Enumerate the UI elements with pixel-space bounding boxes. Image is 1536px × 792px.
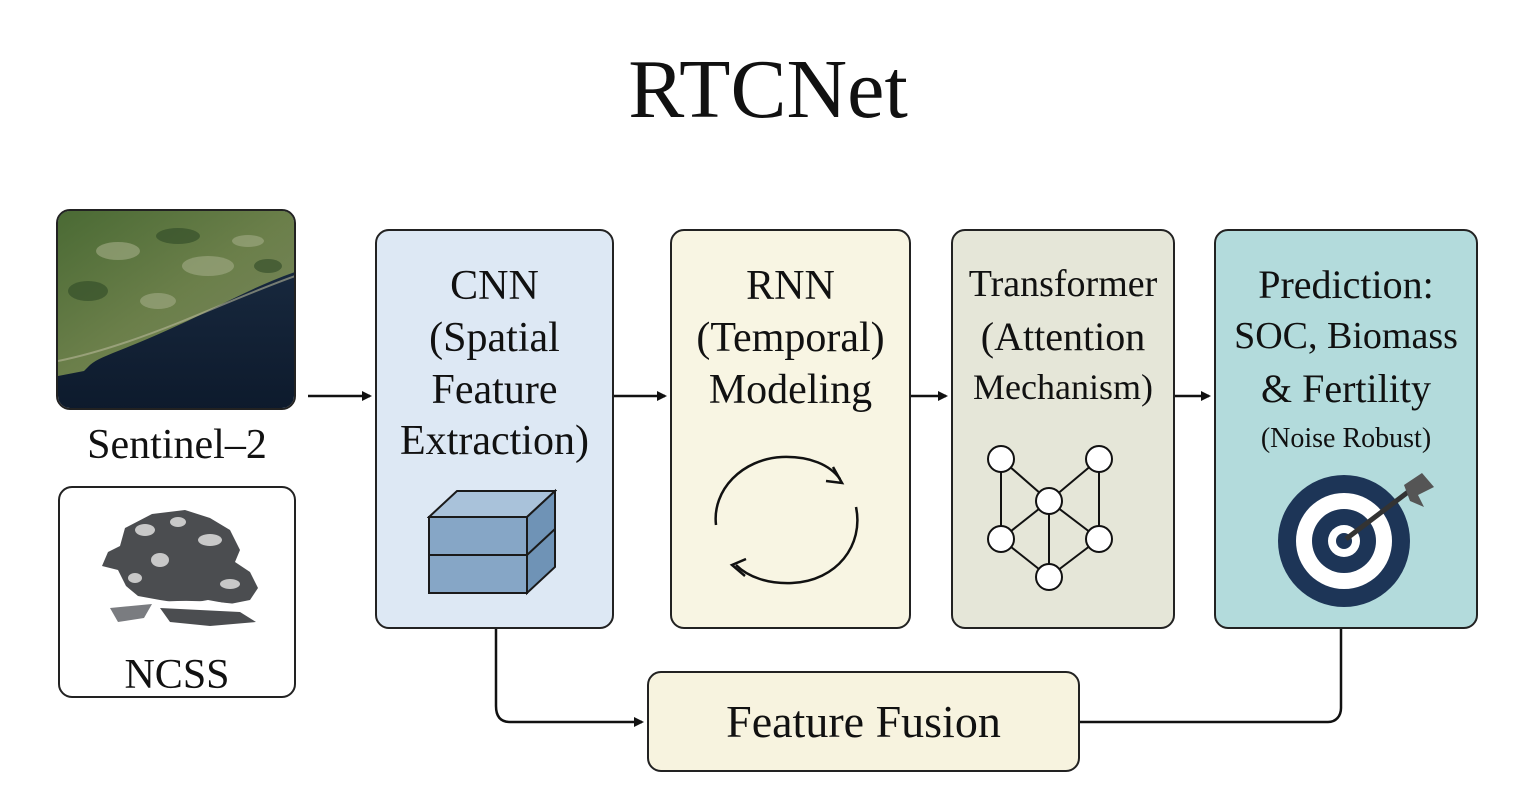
fusion-label: Feature Fusion [726,696,1001,747]
prediction-title: Prediction: [1258,262,1434,307]
rnn-title: RNN [746,263,835,309]
transformer-block: Transformer (Attention Mechanism) [951,229,1175,629]
cnn-title: CNN [450,263,539,309]
feature-fusion-block: Feature Fusion [647,671,1080,772]
rnn-line-2: (Temporal) [696,315,885,361]
attention-graph-icon [987,445,1113,591]
cnn-line-4: Extraction) [400,418,589,464]
cycle-arrows-icon [714,455,859,585]
sentinel-label: Sentinel–2 [87,422,267,468]
target-icon [1278,473,1434,607]
prediction-line-2: SOC, Biomass [1234,315,1458,357]
sentinel-image [56,209,296,410]
line-fusion-to-prediction [1080,629,1343,724]
transformer-title: Transformer [968,263,1158,305]
prediction-line-4: (Noise Robust) [1260,423,1432,454]
transformer-line-3: Mechanism) [973,367,1153,407]
arrow-cnn-to-fusion [494,629,644,727]
cnn-line-2: (Spatial [429,315,560,361]
transformer-line-2: (Attention [980,314,1146,359]
cube-stack-icon [427,488,557,596]
ncss-input-box: NCSS [58,486,296,698]
prediction-block: Prediction: SOC, Biomass & Fertility (No… [1214,229,1478,629]
cnn-line-3: Feature [431,367,558,413]
ncss-soil-map-icon [102,510,258,626]
diagram-title: RTCNet [628,43,908,136]
rnn-line-3: Modeling [708,367,873,413]
prediction-line-3: & Fertility [1261,366,1431,411]
ncss-label: NCSS [124,652,230,698]
cnn-block: CNN (Spatial Feature Extraction) [375,229,614,629]
rnn-block: RNN (Temporal) Modeling [670,229,911,629]
